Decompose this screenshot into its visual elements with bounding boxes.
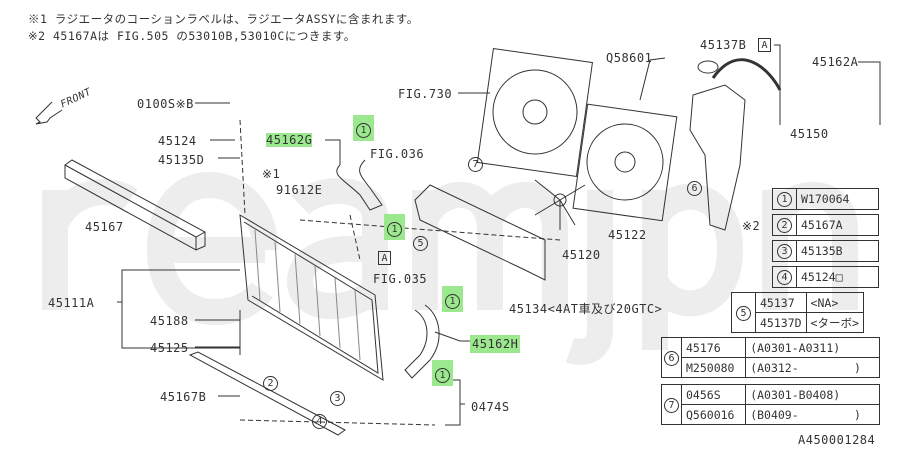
label-note1: ※1 [262,167,281,181]
callout-1-mid: 1 [384,214,405,240]
fan-45120 [534,179,586,230]
bar-45167 [64,159,206,251]
note-2: ※2 45167Aは FIG.505 の53010B,53010Cにつきます。 [28,29,356,43]
label-91612e: 91612E [276,183,323,197]
callout-number: 1 [435,368,450,383]
legend-cond: (A0312- ) [745,357,880,378]
label-45167: 45167 [85,220,124,234]
callout-number: 6 [687,181,702,196]
callout-number: 2 [263,376,278,391]
legend-number: 4 [777,270,792,285]
label-45125: 45125 [150,341,189,355]
label-0100s: 0100S※B [137,97,194,111]
legend-2: 2 45167A [772,214,879,236]
front-arrow-icon [35,101,63,125]
label-45120: 45120 [562,248,601,262]
label-fig730[interactable]: FIG.730 [398,87,453,101]
label-45162h: 45162H [470,335,521,353]
label-45122: 45122 [608,228,647,242]
legend-4: 4 45124□ [772,266,879,288]
fan-shroud-fig730 [476,48,594,177]
callout-number: 4 [312,414,327,429]
legend-number: 6 [664,350,679,366]
legend-part: 45124□ [796,266,879,288]
callout-5: 5 [413,235,428,251]
legend-part: 45137 [755,292,807,313]
callout-number: 1 [356,123,371,138]
callout-2: 2 [263,375,278,391]
callout-3: 3 [330,390,345,406]
label-45162a: 45162A [812,55,859,69]
callout-4: 4 [312,413,327,429]
legend-number: 1 [777,192,792,207]
legend-3: 3 45135B [772,240,879,262]
legend-number: 3 [777,244,792,259]
legend-number: 5 [736,305,751,321]
callout-1-lower: 1 [442,286,463,312]
legend-part: W170064 [796,188,879,210]
label-45135d: 45135D [158,153,205,167]
radiator [239,214,384,381]
hose-45162g [336,159,383,211]
legend-cond: (A0301-B0408) [745,384,880,405]
ref-box-a-2: A [758,38,771,52]
callout-number: 1 [445,294,460,309]
legend-part: 0456S [680,384,747,405]
ref-box-a: A [378,251,391,265]
legend-part: 45167A [796,214,879,236]
label-45111a: 45111A [48,296,95,310]
legend-cond: <NA> [805,292,864,313]
callout-number: 3 [330,391,345,406]
label-45134: 45134<4AT車及び20GTC> [509,302,663,316]
note-1: ※1 ラジエータのコーションラベルは、ラジエータASSYに含まれます。 [28,12,419,26]
legend-part: 45135B [796,240,879,262]
legend-number: 2 [777,218,792,233]
diagram-id: A450001284 [798,433,876,447]
fan-shroud-45122 [572,103,678,222]
callout-number: 7 [468,157,483,172]
legend-1: 1 W170064 [772,188,879,210]
callout-number: 5 [413,236,428,251]
hose-45162h [404,304,440,379]
label-45137b: 45137B [700,38,747,52]
legend-part: Q560016 [680,404,747,425]
label-45167b: 45167B [160,390,207,404]
callout-number: 1 [387,222,402,237]
label-45162g: 45162G [266,133,313,147]
legend-number: 7 [664,397,679,413]
legend-part: 45137D [755,312,807,333]
bracket-45134 [414,184,546,281]
label-45188: 45188 [150,314,189,328]
label-note2: ※2 [742,219,761,233]
label-45150: 45150 [790,127,829,141]
bar-45167b [188,351,346,436]
legend-cond: <ターボ> [805,312,864,333]
legend-cond: (A0301-A0311) [745,337,880,358]
callout-6: 6 [687,180,702,196]
legend-part: 45176 [680,337,747,358]
callout-1-top: 1 [353,115,374,141]
label-45124: 45124 [158,134,197,148]
callout-1-bottom: 1 [432,360,453,386]
reservoir-45150 [689,84,746,231]
legend-cond: (B0409- ) [745,404,880,425]
label-q58601: Q58601 [606,51,653,65]
legend-part: M250080 [680,357,747,378]
label-0474s: 0474S [471,400,510,414]
callout-7: 7 [468,156,483,172]
label-fig036[interactable]: FIG.036 [370,147,425,161]
label-fig035[interactable]: FIG.035 [373,272,428,286]
